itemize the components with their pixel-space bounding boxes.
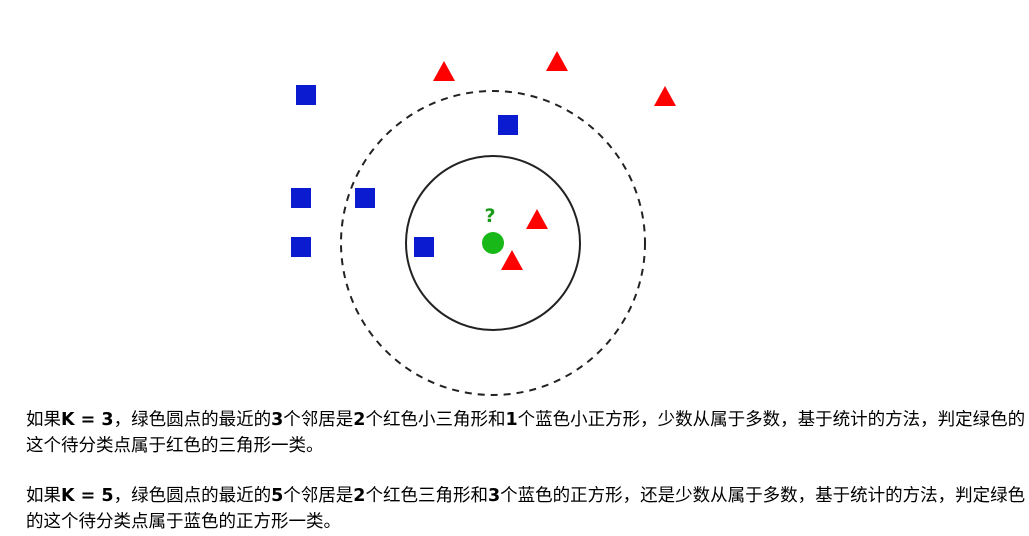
k3-explanation-paragraph: 如果K = 3，绿色圆点的最近的3个邻居是2个红色小三角形和1个蓝色小正方形，少… xyxy=(26,407,1026,459)
red-count: 2 xyxy=(353,486,366,506)
query-question-mark: ? xyxy=(484,205,495,227)
red-triangle-point xyxy=(433,61,455,81)
text-segment: 个蓝色小正方形，少数从属于多数，基于统计的方法，判定绿色的这个待分类点属于红色的… xyxy=(26,410,1026,456)
text-segment: 个邻居是 xyxy=(283,410,354,430)
blue-square-point xyxy=(296,85,316,105)
red-triangle-point xyxy=(526,209,548,229)
text-segment: 如果 xyxy=(26,410,61,430)
red-triangle-point xyxy=(546,51,568,71)
k5-neighborhood-circle xyxy=(340,90,646,396)
text-segment: 个邻居是 xyxy=(283,486,354,506)
blue-square-point xyxy=(291,237,311,257)
red-count: 2 xyxy=(353,410,366,430)
query-point-green-circle xyxy=(482,232,504,254)
blue-square-point xyxy=(355,188,375,208)
red-triangle-point xyxy=(654,86,676,106)
blue-square-group xyxy=(291,85,518,257)
text-segment: ，绿色圆点的最近的 xyxy=(113,410,272,430)
text-segment: 如果 xyxy=(26,486,61,506)
k-value: K = 5 xyxy=(61,486,114,506)
text-segment: 个红色小三角形和 xyxy=(365,410,506,430)
text-segment: 个红色三角形和 xyxy=(365,486,488,506)
neighbor-count: 5 xyxy=(271,486,284,506)
k-value: K = 3 xyxy=(61,410,114,430)
k3-neighborhood-circle xyxy=(405,155,581,331)
text-segment: ，绿色圆点的最近的 xyxy=(113,486,272,506)
blue-count: 1 xyxy=(505,410,518,430)
blue-square-point xyxy=(498,115,518,135)
red-triangle-group xyxy=(433,51,676,270)
neighbor-count: 3 xyxy=(271,410,284,430)
blue-count: 3 xyxy=(487,486,501,506)
blue-square-point xyxy=(291,188,311,208)
knn-diagram: ? xyxy=(291,51,676,396)
blue-square-point xyxy=(414,237,434,257)
red-triangle-point xyxy=(501,250,523,270)
text-segment: 个蓝色的正方形，还是少数从属于多数，基于统计的方法，判定绿色的这个待分类点属于蓝… xyxy=(26,486,1026,532)
k5-explanation-paragraph: 如果K = 5，绿色圆点的最近的5个邻居是2个红色三角形和3个蓝色的正方形，还是… xyxy=(26,483,1026,535)
